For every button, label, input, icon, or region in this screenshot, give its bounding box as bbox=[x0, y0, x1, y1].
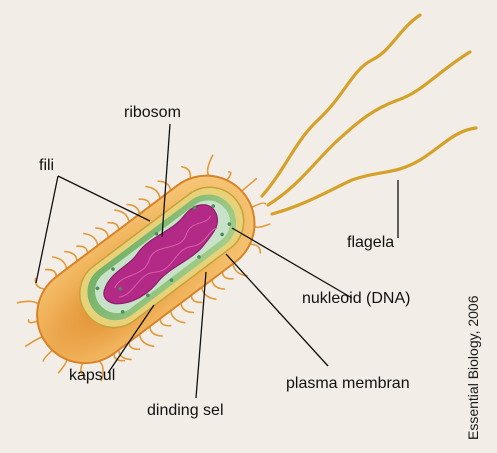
pilus bbox=[59, 359, 67, 373]
pilus bbox=[77, 246, 88, 253]
flagellum-3 bbox=[272, 128, 476, 214]
label-dinding-sel: dinding sel bbox=[147, 402, 224, 420]
label-fili: fili bbox=[39, 157, 54, 175]
pilus bbox=[223, 272, 233, 279]
label-kapsul: kapsul bbox=[69, 367, 115, 385]
pilus bbox=[140, 334, 154, 346]
pilus bbox=[160, 319, 170, 326]
pilus bbox=[29, 320, 38, 323]
pilus bbox=[146, 187, 160, 199]
pilus bbox=[129, 342, 139, 349]
pilus bbox=[43, 350, 52, 361]
flagellum-2 bbox=[268, 52, 470, 205]
credit-text: Essential Biology, 2006 bbox=[465, 296, 481, 441]
label-nukleoid: nukleoid (DNA) bbox=[302, 290, 410, 308]
pilus bbox=[191, 295, 201, 302]
label-ribosom: ribosom bbox=[124, 104, 181, 122]
pilus bbox=[182, 167, 190, 179]
pilus bbox=[181, 303, 193, 313]
label-flagela: flagela bbox=[347, 234, 394, 252]
pilus bbox=[242, 179, 256, 192]
pilus bbox=[46, 270, 56, 277]
pilus bbox=[65, 252, 77, 262]
pilus bbox=[26, 337, 43, 346]
pilus bbox=[227, 172, 231, 180]
pilus bbox=[252, 203, 266, 207]
leader-fili-2 bbox=[58, 176, 150, 221]
label-plasma-membran: plasma membran bbox=[286, 375, 410, 393]
leader-fili-1 bbox=[36, 176, 58, 283]
flagella bbox=[262, 15, 476, 214]
pilus bbox=[158, 181, 170, 191]
pilus bbox=[171, 311, 185, 323]
leader-nukleoid bbox=[232, 228, 352, 298]
pilus bbox=[96, 228, 108, 238]
leader-plasma-membran bbox=[226, 254, 328, 366]
pilus bbox=[250, 244, 260, 253]
pilus bbox=[150, 326, 162, 336]
pilus bbox=[84, 234, 98, 246]
pilus bbox=[139, 199, 150, 206]
pilus bbox=[208, 155, 213, 175]
pilus bbox=[108, 223, 118, 230]
pilus bbox=[254, 224, 269, 227]
pilus bbox=[53, 257, 67, 269]
pilus bbox=[212, 279, 224, 289]
pilus bbox=[115, 210, 129, 222]
pilus bbox=[18, 301, 39, 304]
